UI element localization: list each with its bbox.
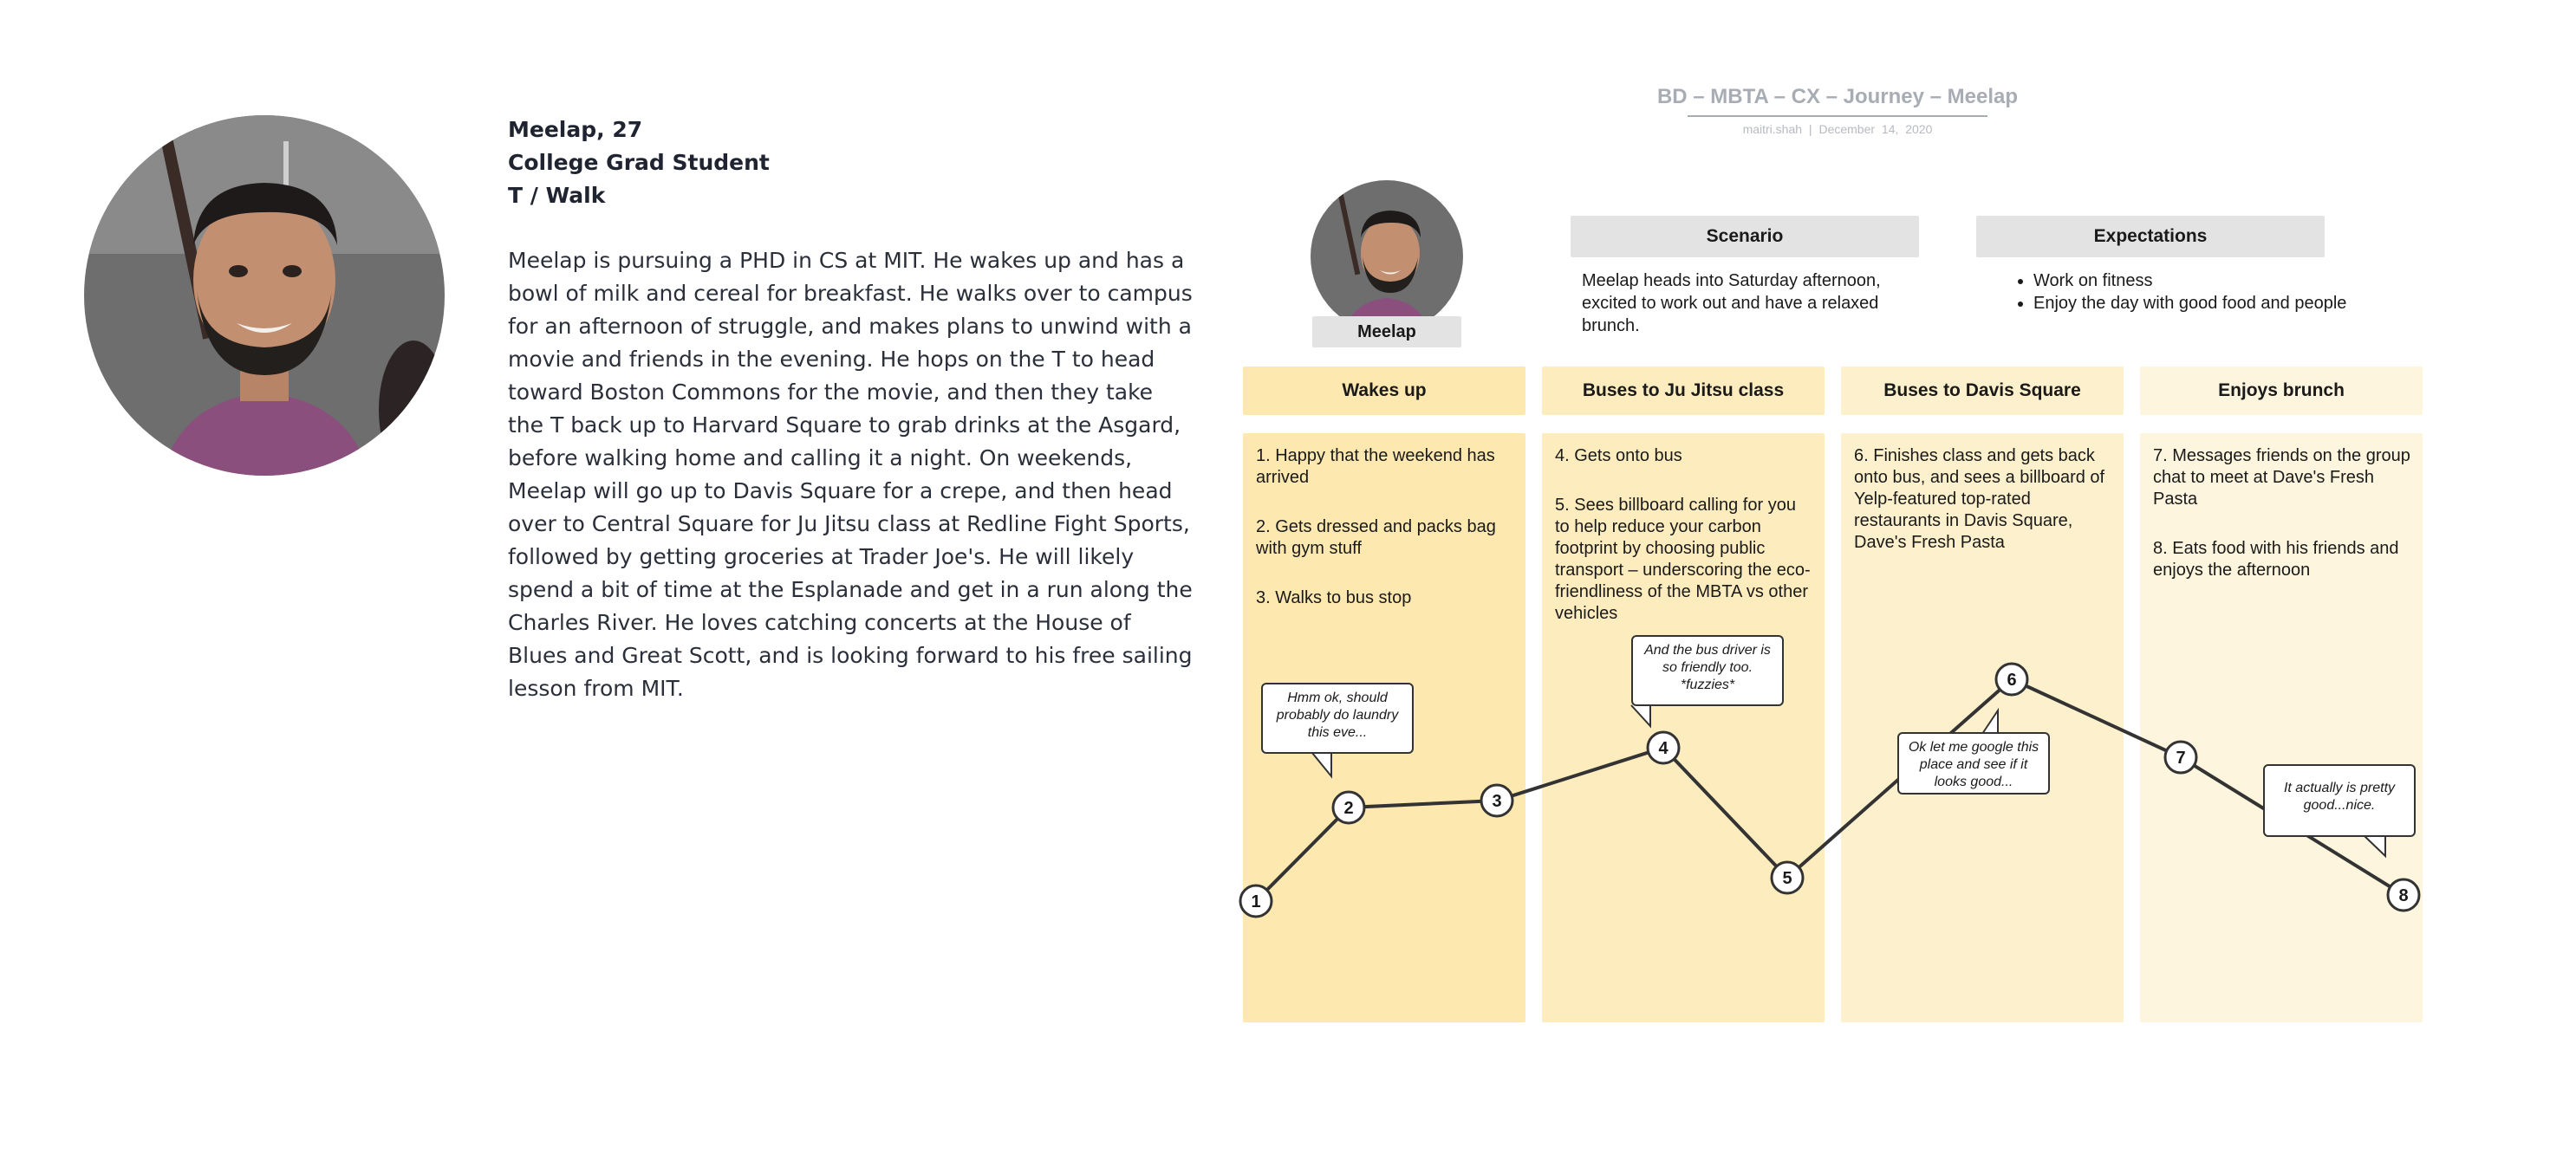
persona-occupation: College Grad Student [508,150,770,175]
point-3: 3 [1480,783,1514,818]
expectation-item: Work on fitness [2033,269,2363,292]
step-text: 3. Walks to bus stop [1256,588,1412,607]
point-1: 1 [1239,884,1273,918]
point-label: 5 [1782,869,1792,888]
title-underline [1688,115,1987,117]
stage-steps-brunch: 7. Messages friends on the group chat to… [2153,445,2413,609]
point-label: 2 [1343,799,1353,818]
stage-header-bus-to-davis: Buses to Davis Square [1841,366,2124,415]
stage-header-wakes-up: Wakes up [1243,366,1525,415]
expectations-header: Expectations [1976,216,2325,257]
date: December 14, 2020 [1818,122,1933,136]
point-label: 8 [2398,886,2408,905]
point-label: 7 [2176,749,2185,768]
point-8: 8 [2386,878,2421,912]
stage-column-bus-to-jujitsu [1542,433,1825,1022]
step-text: 2. Gets dressed and packs bag with gym s… [1256,517,1496,558]
stage-steps-wakes-up: 1. Happy that the weekend has arrived 2.… [1256,445,1516,637]
journey-map-title: BD – MBTA – CX – Journey – Meelap [1656,85,2019,108]
point-label: 1 [1251,892,1260,911]
point-4: 4 [1646,730,1681,765]
stage-steps-bus-to-davis: 6. Finishes class and gets back onto bus… [1854,445,2114,581]
step-text: 7. Messages friends on the group chat to… [2153,446,2410,509]
persona-summary: Meelap, 27 College Grad Student T / Walk [508,114,770,212]
point-label: 4 [1658,739,1669,758]
step-text: 4. Gets onto bus [1555,446,1682,465]
step-text: 5. Sees billboard calling for you to hel… [1555,496,1811,623]
journey-persona-label: Meelap [1312,316,1461,347]
point-7: 7 [2163,740,2198,775]
stage-column-bus-to-davis [1841,433,2124,1022]
bubble-tail [1630,704,1651,729]
persona-transport: T / Walk [508,183,606,208]
point-label: 3 [1492,792,1501,811]
expectations-list: Work on fitness Enjoy the day with good … [2011,269,2363,315]
emotion-line [1254,677,2405,903]
scenario-header: Scenario [1571,216,1919,257]
stage-header-bus-to-jujitsu: Buses to Ju Jitsu class [1542,366,1825,415]
bubble-tail [1980,707,1999,737]
quote-bubble: And the bus driver is so friendly too. *… [1631,635,1784,706]
stage-column-brunch [2140,433,2423,1022]
step-text: 6. Finishes class and gets back onto bus… [1854,446,2105,552]
point-2: 2 [1331,790,1366,825]
bubble-tail [2364,835,2386,859]
bubble-tail [1311,752,1332,779]
quote-bubble: Hmm ok, should probably do laundry this … [1261,683,1414,754]
point-5: 5 [1770,860,1805,895]
stage-steps-bus-to-jujitsu: 4. Gets onto bus 5. Sees billboard calli… [1555,445,1815,652]
persona-name-age: Meelap, 27 [508,117,643,142]
point-label: 6 [2007,671,2016,690]
step-text: 1. Happy that the weekend has arrived [1256,446,1495,487]
stage-header-brunch: Enjoys brunch [2140,366,2423,415]
scenario-text: Meelap heads into Saturday afternoon, ex… [1582,271,1881,335]
journey-map-byline: maitri.shah | December 14, 2020 [1630,122,2046,136]
persona-bio: Meelap is pursuing a PHD in CS at MIT. H… [508,248,1193,701]
author: maitri.shah [1742,122,1803,136]
expectation-item: Enjoy the day with good food and people [2033,292,2363,315]
point-6: 6 [1994,662,2029,697]
quote-bubble: Ok let me google this place and see if i… [1897,732,2050,795]
step-text: 8. Eats food with his friends and enjoys… [2153,539,2399,580]
byline-divider: | [1808,122,1812,136]
quote-bubble: It actually is pretty good...nice. [2263,764,2416,837]
